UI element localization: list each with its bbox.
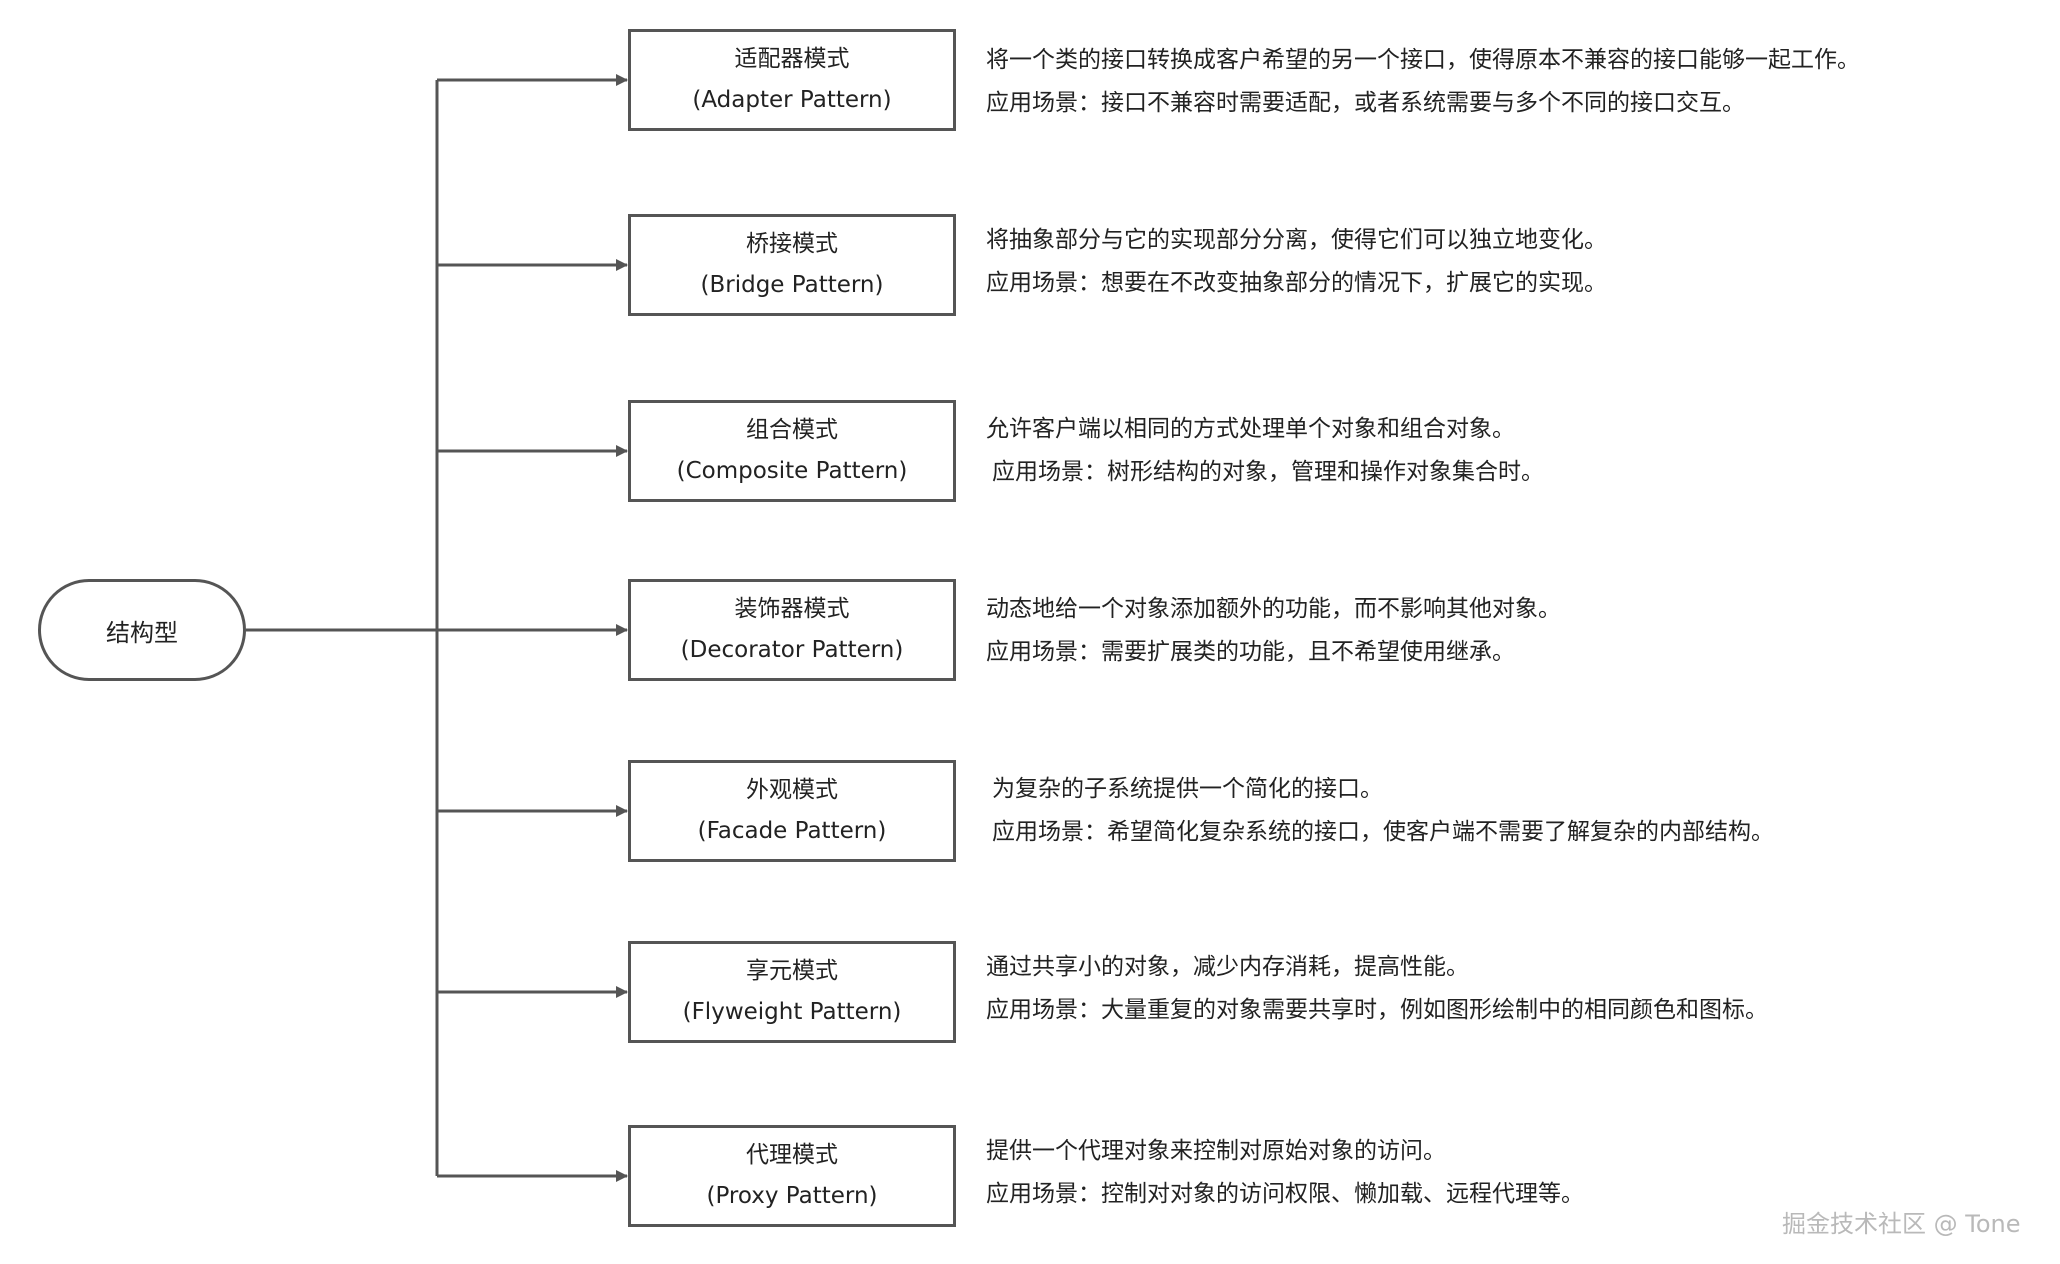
root-node-structural: 结构型 bbox=[38, 579, 246, 681]
pattern-desc-facade: 为复杂的子系统提供一个简化的接口。 应用场景：希望简化复杂系统的接口，使客户端不… bbox=[986, 778, 1986, 844]
pattern-description: 动态地给一个对象添加额外的功能，而不影响其他对象。 bbox=[986, 596, 1561, 622]
pattern-use-case: 应用场景：控制对对象的访问权限、懒加载、远程代理等。 bbox=[986, 1181, 1584, 1207]
pattern-name-en: (Decorator Pattern) bbox=[680, 637, 904, 663]
pattern-description: 提供一个代理对象来控制对原始对象的访问。 bbox=[986, 1138, 1446, 1164]
root-node-label: 结构型 bbox=[106, 618, 178, 647]
pattern-use-case: 应用场景：需要扩展类的功能，且不希望使用继承。 bbox=[986, 639, 1515, 665]
pattern-description: 将一个类的接口转换成客户希望的另一个接口，使得原本不兼容的接口能够一起工作。 bbox=[986, 47, 1860, 73]
pattern-name-en: (Bridge Pattern) bbox=[700, 272, 884, 298]
pattern-description: 允许客户端以相同的方式处理单个对象和组合对象。 bbox=[986, 416, 1515, 442]
pattern-name-en: (Facade Pattern) bbox=[697, 818, 887, 844]
pattern-description: 将抽象部分与它的实现部分分离，使得它们可以独立地变化。 bbox=[986, 227, 1607, 253]
pattern-name-cn: 适配器模式 bbox=[734, 46, 850, 72]
pattern-description: 为复杂的子系统提供一个简化的接口。 bbox=[992, 776, 1383, 802]
pattern-name-cn: 组合模式 bbox=[746, 417, 838, 443]
pattern-desc-flyweight: 通过共享小的对象，减少内存消耗，提高性能。 应用场景：大量重复的对象需要共享时，… bbox=[986, 956, 1986, 1022]
pattern-description: 通过共享小的对象，减少内存消耗，提高性能。 bbox=[986, 954, 1469, 980]
pattern-desc-composite: 允许客户端以相同的方式处理单个对象和组合对象。 应用场景：树形结构的对象，管理和… bbox=[986, 418, 1986, 484]
pattern-use-case: 应用场景：大量重复的对象需要共享时，例如图形绘制中的相同颜色和图标。 bbox=[986, 997, 1768, 1023]
pattern-name-cn: 代理模式 bbox=[746, 1142, 838, 1168]
pattern-desc-proxy: 提供一个代理对象来控制对原始对象的访问。 应用场景：控制对对象的访问权限、懒加载… bbox=[986, 1140, 1986, 1206]
pattern-name-cn: 享元模式 bbox=[746, 958, 838, 984]
pattern-box-proxy: 代理模式 (Proxy Pattern) bbox=[628, 1125, 956, 1227]
pattern-box-bridge: 桥接模式 (Bridge Pattern) bbox=[628, 214, 956, 316]
pattern-desc-decorator: 动态地给一个对象添加额外的功能，而不影响其他对象。 应用场景：需要扩展类的功能，… bbox=[986, 598, 1986, 664]
pattern-name-en: (Flyweight Pattern) bbox=[682, 999, 902, 1025]
pattern-use-case: 应用场景：树形结构的对象，管理和操作对象集合时。 bbox=[992, 459, 1544, 485]
pattern-box-decorator: 装饰器模式 (Decorator Pattern) bbox=[628, 579, 956, 681]
pattern-name-cn: 装饰器模式 bbox=[734, 596, 850, 622]
pattern-name-en: (Composite Pattern) bbox=[676, 458, 908, 484]
watermark: 掘金技术社区 @ Tone bbox=[1782, 1210, 2021, 1238]
pattern-box-flyweight: 享元模式 (Flyweight Pattern) bbox=[628, 941, 956, 1043]
pattern-use-case: 应用场景：希望简化复杂系统的接口，使客户端不需要了解复杂的内部结构。 bbox=[992, 819, 1774, 845]
pattern-name-en: (Adapter Pattern) bbox=[692, 87, 892, 113]
pattern-desc-adapter: 将一个类的接口转换成客户希望的另一个接口，使得原本不兼容的接口能够一起工作。 应… bbox=[986, 49, 1986, 115]
pattern-use-case: 应用场景：接口不兼容时需要适配，或者系统需要与多个不同的接口交互。 bbox=[986, 90, 1745, 116]
pattern-name-en: (Proxy Pattern) bbox=[706, 1183, 878, 1209]
pattern-box-adapter: 适配器模式 (Adapter Pattern) bbox=[628, 29, 956, 131]
pattern-use-case: 应用场景：想要在不改变抽象部分的情况下，扩展它的实现。 bbox=[986, 270, 1607, 296]
pattern-desc-bridge: 将抽象部分与它的实现部分分离，使得它们可以独立地变化。 应用场景：想要在不改变抽… bbox=[986, 229, 1986, 295]
pattern-box-composite: 组合模式 (Composite Pattern) bbox=[628, 400, 956, 502]
pattern-name-cn: 桥接模式 bbox=[746, 231, 838, 257]
pattern-box-facade: 外观模式 (Facade Pattern) bbox=[628, 760, 956, 862]
pattern-name-cn: 外观模式 bbox=[746, 777, 838, 803]
